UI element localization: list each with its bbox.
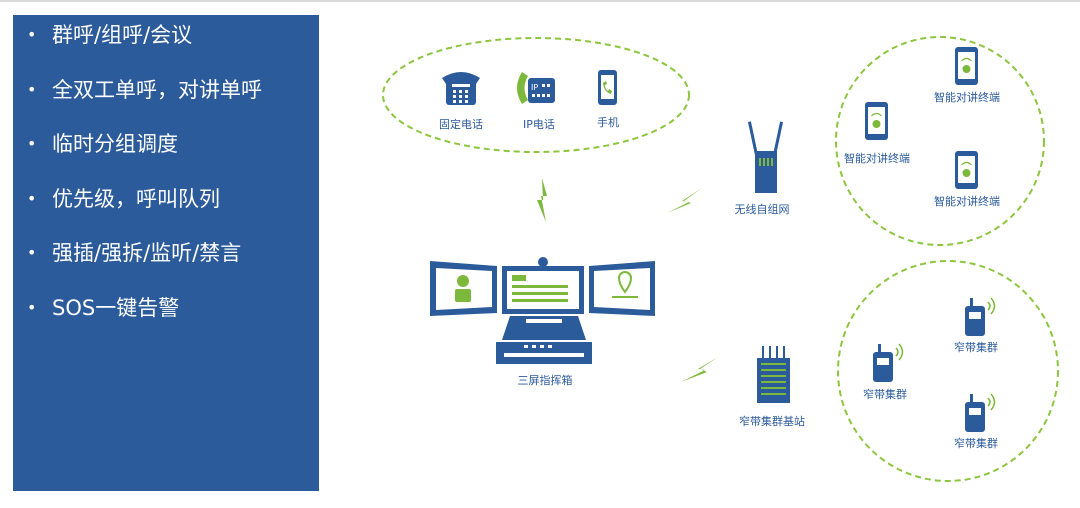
feature-item: • 临时分组调度 [25,130,262,185]
bullet-icon: • [27,188,37,208]
feature-item: • 优先级，呼叫队列 [25,185,262,240]
radio-label: 窄带集群 [863,387,907,401]
radio-group-boundary [837,260,1059,482]
bullet-icon: • [27,25,37,44]
feature-list: •群呼/组呼/会议 •全双工单呼，对讲单呼 •临时分组调度 •优先级，呼叫队列 … [25,21,262,348]
fixed-phone-icon [442,72,480,105]
feature-item: • 群呼/组呼/会议 [25,21,262,76]
terminal-label: 智能对讲终端 [934,194,1000,208]
feature-label: 群呼/组呼/会议 [52,23,193,47]
command-console-icon [430,257,655,364]
ip-phone-label: IP电话 [523,118,555,131]
feature-label: 全双工单呼，对讲单呼 [52,77,262,102]
lightning-link-icon [667,188,702,213]
console-label: 三屏指挥箱 [518,373,573,387]
smart-terminal-icon [955,47,978,85]
feature-item: • SOS一键告警 [25,294,262,349]
svg-text:IP: IP [531,83,538,92]
terminal-label: 智能对讲终端 [844,151,910,165]
lightning-link-icon [537,178,547,222]
radio-label: 窄带集群 [954,436,998,450]
top-divider [0,0,1080,2]
fixed-phone-label: 固定电话 [439,117,483,131]
feature-panel: •群呼/组呼/会议 •全双工单呼，对讲单呼 •临时分组调度 •优先级，呼叫队列 … [13,15,319,491]
mesh-node-label: 无线自组网 [735,202,790,216]
smart-terminal-icon [955,151,978,189]
radio-label: 窄带集群 [954,340,998,354]
phone-group-boundary [382,37,690,153]
smart-terminal-icon [865,102,888,140]
walkie-talkie-icon [965,297,996,336]
terminal-label: 智能对讲终端 [934,90,1000,104]
bullet-icon: • [27,134,37,153]
feature-item: • 全双工单呼，对讲单呼 [25,76,262,131]
lightning-link-icon [681,357,718,382]
bullet-icon: • [27,297,37,317]
feature-label: 强插/强拆/监听/禁言 [52,241,242,265]
walkie-talkie-icon [873,343,904,382]
bullet-icon: • [27,243,37,262]
feature-item: • 强插/强拆/监听/禁言 [25,239,262,294]
trunk-base-station-label: 窄带集群基站 [739,414,805,428]
feature-label: 临时分组调度 [52,132,178,156]
feature-label: SOS一键告警 [52,295,180,320]
walkie-talkie-icon [965,393,996,432]
mesh-terminal-group [835,36,1045,246]
mesh-node-icon [747,121,784,193]
feature-label: 优先级，呼叫队列 [52,186,220,211]
mobile-phone-label: 手机 [597,115,619,129]
mobile-phone-icon [598,70,617,105]
trunk-base-station-icon [757,346,790,403]
bullet-icon: • [27,79,37,99]
ip-phone-icon: IP [517,72,555,104]
